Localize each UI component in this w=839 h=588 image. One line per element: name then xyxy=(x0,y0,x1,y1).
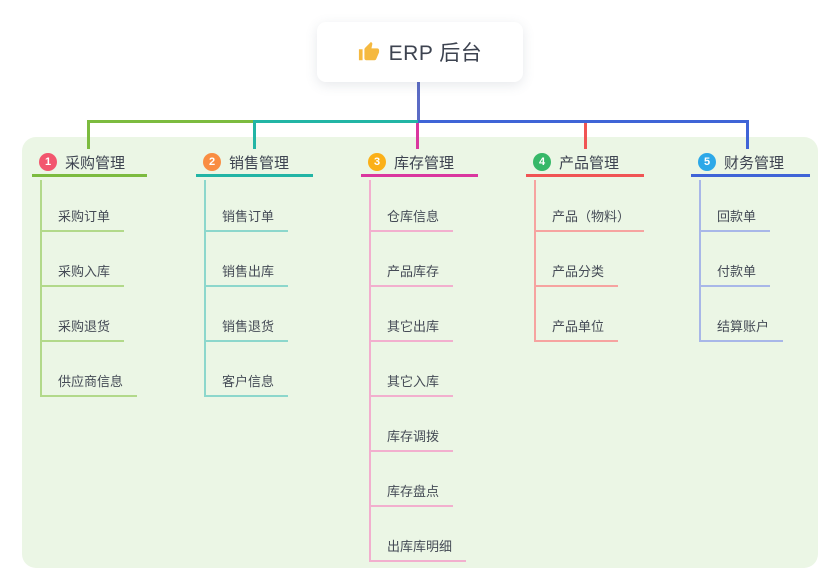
child-node[interactable]: 产品（物料） xyxy=(534,198,645,232)
child-label: 销售出库 xyxy=(222,264,275,279)
child-label: 采购入库 xyxy=(58,264,111,279)
root-label: ERP 后台 xyxy=(388,42,483,65)
child-node[interactable]: 销售出库 xyxy=(204,253,289,287)
child-node[interactable]: 销售订单 xyxy=(204,198,289,232)
child-label: 付款单 xyxy=(717,264,757,279)
child-node[interactable]: 其它出库 xyxy=(369,308,454,342)
child-label: 出库库明细 xyxy=(387,539,453,554)
child-node[interactable]: 采购退货 xyxy=(40,308,125,342)
branch-number-badge: 2 xyxy=(203,153,221,171)
branch-header-1[interactable]: 1 采购管理 xyxy=(32,150,147,177)
child-label: 产品库存 xyxy=(387,264,440,279)
child-label: 库存盘点 xyxy=(387,484,440,499)
child-label: 回款单 xyxy=(717,209,757,224)
branch-bus-line xyxy=(87,120,253,123)
child-label: 其它出库 xyxy=(387,319,440,334)
branch-number-badge: 5 xyxy=(698,153,716,171)
branch-rail-line xyxy=(534,180,536,342)
child-node[interactable]: 出库库明细 xyxy=(369,528,467,562)
branch-header-4[interactable]: 4 产品管理 xyxy=(526,150,644,177)
branch-rail-line xyxy=(40,180,42,397)
root-node[interactable]: ERP 后台 xyxy=(317,22,523,82)
branch-number-badge: 1 xyxy=(39,153,57,171)
branch-label: 财务管理 xyxy=(724,154,785,172)
branch-bus-line xyxy=(418,120,749,123)
child-label: 产品分类 xyxy=(552,264,605,279)
branch-rail-line xyxy=(204,180,206,397)
branch-header-3[interactable]: 3 库存管理 xyxy=(361,150,478,177)
child-node[interactable]: 采购订单 xyxy=(40,198,125,232)
branch-drop-line xyxy=(87,120,90,149)
branch-drop-line xyxy=(584,120,587,149)
child-node[interactable]: 库存盘点 xyxy=(369,473,454,507)
branch-label: 产品管理 xyxy=(559,154,620,172)
thumbs-up-icon xyxy=(358,41,379,61)
child-node[interactable]: 其它入库 xyxy=(369,363,454,397)
child-node[interactable]: 库存调拨 xyxy=(369,418,454,452)
branch-rail-line xyxy=(369,180,371,562)
child-label: 采购订单 xyxy=(58,209,111,224)
branch-label: 销售管理 xyxy=(229,154,290,172)
child-label: 仓库信息 xyxy=(387,209,440,224)
child-node[interactable]: 产品分类 xyxy=(534,253,619,287)
root-connector-line xyxy=(417,82,420,123)
child-node[interactable]: 供应商信息 xyxy=(40,363,138,397)
child-node[interactable]: 结算账户 xyxy=(699,308,784,342)
child-node[interactable]: 回款单 xyxy=(699,198,771,232)
child-label: 供应商信息 xyxy=(58,374,124,389)
branch-label: 库存管理 xyxy=(394,154,455,172)
child-label: 产品（物料） xyxy=(552,209,631,224)
branch-rail-line xyxy=(699,180,701,342)
child-label: 库存调拨 xyxy=(387,429,440,444)
branch-number-badge: 3 xyxy=(368,153,386,171)
branch-header-5[interactable]: 5 财务管理 xyxy=(691,150,810,177)
branch-drop-line xyxy=(416,120,419,149)
child-node[interactable]: 客户信息 xyxy=(204,363,289,397)
branch-drop-line xyxy=(253,120,256,149)
child-node[interactable]: 付款单 xyxy=(699,253,771,287)
child-label: 客户信息 xyxy=(222,374,275,389)
child-label: 结算账户 xyxy=(717,319,770,334)
child-node[interactable]: 产品库存 xyxy=(369,253,454,287)
child-label: 采购退货 xyxy=(58,319,111,334)
branch-number-badge: 4 xyxy=(533,153,551,171)
mindmap-panel xyxy=(22,137,818,568)
child-node[interactable]: 产品单位 xyxy=(534,308,619,342)
child-node[interactable]: 采购入库 xyxy=(40,253,125,287)
child-label: 其它入库 xyxy=(387,374,440,389)
child-label: 销售退货 xyxy=(222,319,275,334)
branch-drop-line xyxy=(746,120,749,149)
child-label: 销售订单 xyxy=(222,209,275,224)
child-node[interactable]: 销售退货 xyxy=(204,308,289,342)
branch-bus-line xyxy=(253,120,418,123)
branch-label: 采购管理 xyxy=(65,154,126,172)
child-node[interactable]: 仓库信息 xyxy=(369,198,454,232)
child-label: 产品单位 xyxy=(552,319,605,334)
branch-header-2[interactable]: 2 销售管理 xyxy=(196,150,313,177)
